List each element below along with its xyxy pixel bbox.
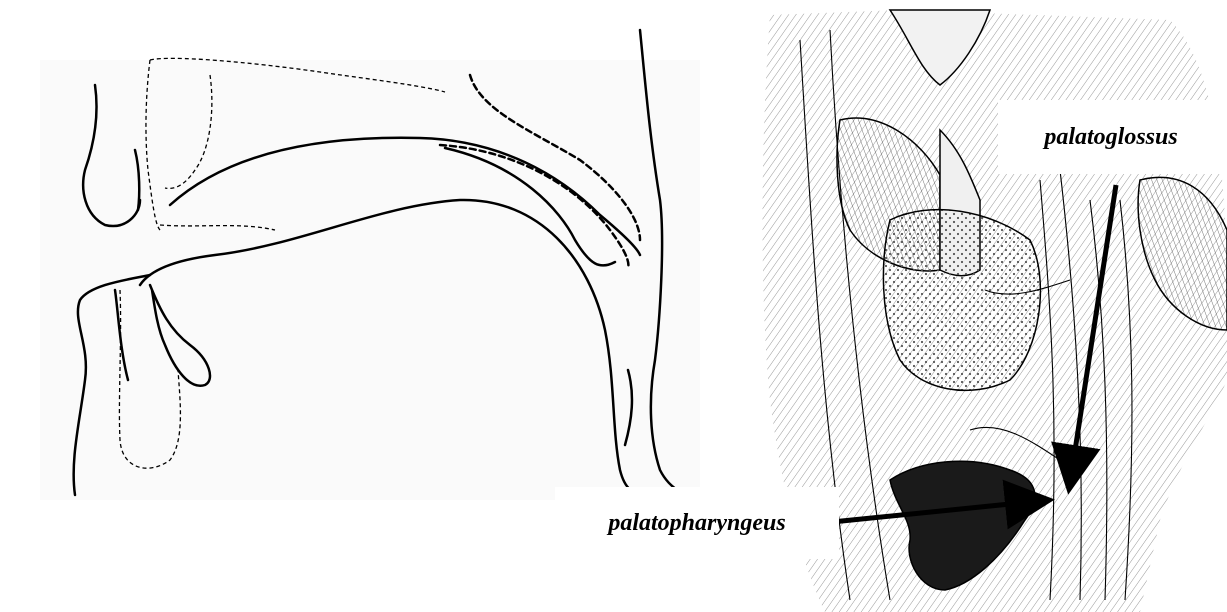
tonsil [883,210,1040,391]
palatopharyngeus-label: palatopharyngeus [555,487,839,559]
palatoglossus-label: palatoglossus [998,100,1224,174]
paper-texture [40,60,700,500]
